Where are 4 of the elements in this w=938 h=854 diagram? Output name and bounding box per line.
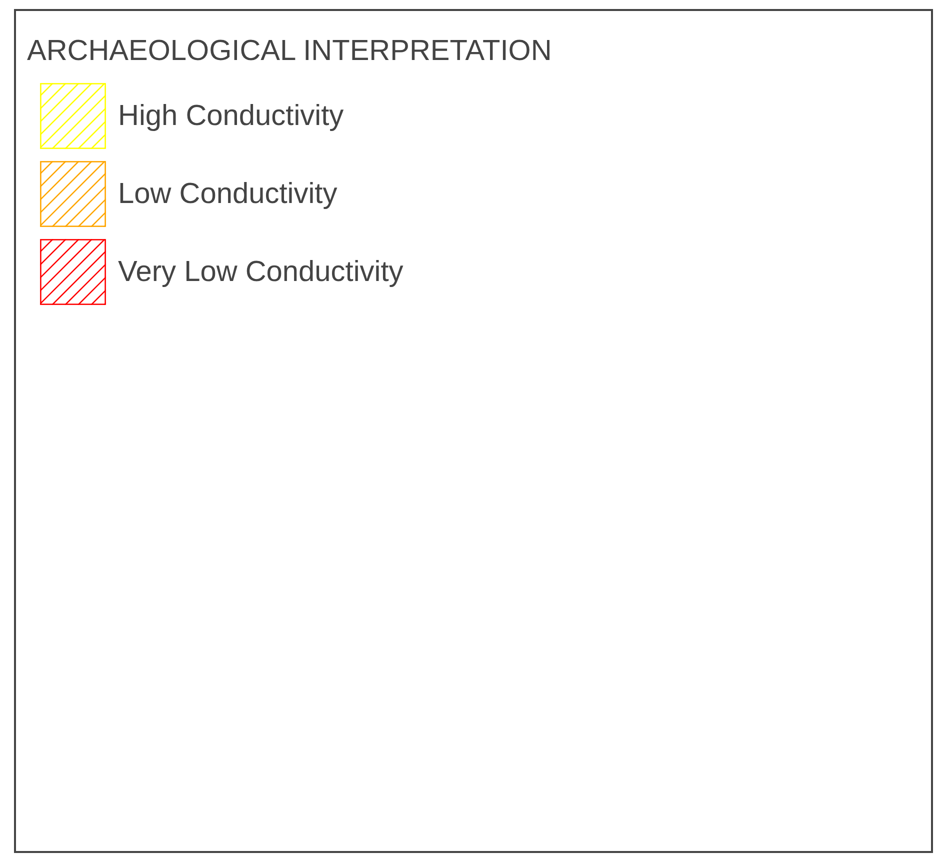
legend-label: Very Low Conductivity [118, 255, 404, 289]
legend-title: ARCHAEOLOGICAL INTERPRETATION [27, 35, 552, 68]
legend-label: High Conductivity [118, 99, 344, 133]
legend-label: Low Conductivity [118, 177, 338, 211]
